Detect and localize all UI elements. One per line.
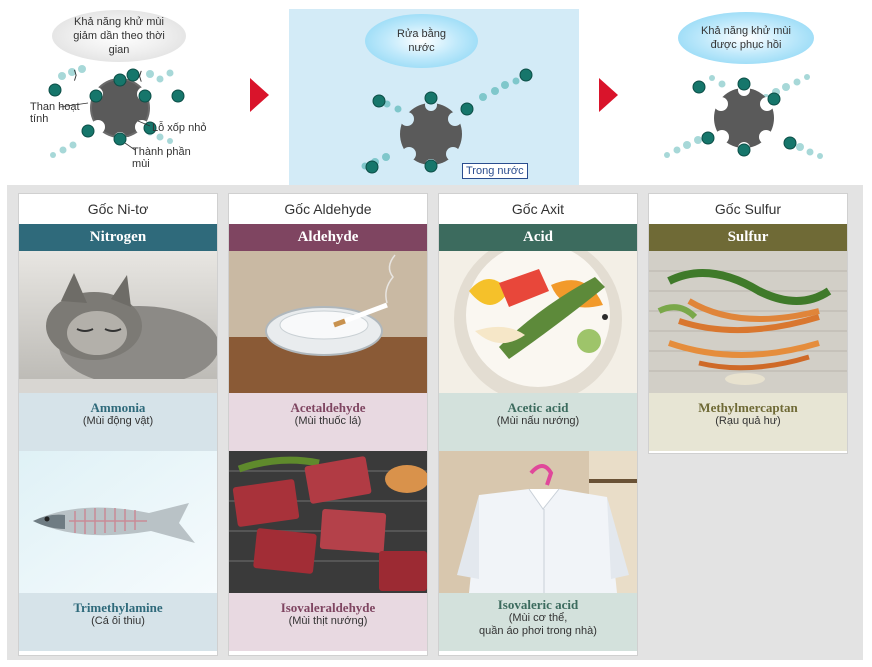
fish-photo [19, 451, 217, 593]
charcoal-restored-diagram [664, 74, 823, 159]
status-cloud: Rửa bằng nước [365, 14, 478, 68]
column-header: Gốc Aldehyde [284, 201, 372, 217]
vegetable-scraps-photo [649, 251, 847, 393]
odor-source: (Mùi thịt nướng) [288, 615, 368, 627]
column-header: Gốc Sulfur [714, 201, 782, 217]
svg-text:⟩: ⟩ [73, 68, 78, 82]
odor-source-line2: quần áo phơi trong nhà) [479, 625, 597, 637]
odor-item: Isovaleric acid (Mùi cơ thể, quần áo phơ… [439, 593, 637, 651]
charcoal-washing-diagram [361, 68, 533, 174]
stage-washing: Rửa bằng nước [289, 9, 579, 186]
odor-item: Acetaldehyde (Mùi thuốc lá) [229, 393, 427, 451]
shirt-photo [439, 451, 637, 593]
odor-name: Acetic acid [507, 400, 569, 415]
category-band: Sulfur [649, 224, 847, 251]
ashtray-photo [229, 251, 427, 393]
arrow-right-icon [250, 78, 269, 112]
grilled-meat-photo [229, 451, 427, 593]
svg-text:⟨: ⟨ [138, 69, 143, 83]
column-aldehyde: Gốc Aldehyde Aldehyde Acetaldehyde (Mùi … [228, 193, 428, 656]
odor-source: (Cá ôi thiu) [91, 615, 145, 627]
status-cloud: Khả năng khử mùi giảm dần theo thời gian [52, 10, 186, 62]
in-water-label: Trong nước [462, 163, 528, 179]
odor-source: (Rạu quả hư) [715, 415, 781, 427]
cloud-text: Khả năng khử mùi giảm dần theo thời gian [73, 16, 165, 56]
odor-name: Ammonia [90, 400, 146, 415]
odor-source: (Mùi cơ thể, [508, 612, 568, 624]
cat-photo [19, 251, 217, 393]
odor-item: Methylmercaptan (Rạu quả hư) [649, 393, 847, 451]
odor-source: (Mùi thuốc lá) [294, 415, 362, 427]
pickles-photo [439, 251, 637, 393]
column-nitrogen: Gốc Ni-tơ Nitrogen Ammonia (Mùi động vật… [18, 193, 218, 656]
odor-name: Trimethylamine [73, 600, 163, 615]
category-band: Nitrogen [19, 224, 217, 251]
cloud-text: Rửa bằng nước [397, 28, 446, 54]
odor-name: Acetaldehyde [290, 400, 366, 415]
label-activated-carbon: Than hoạt tính [30, 101, 80, 125]
odor-name: Methylmercaptan [698, 400, 798, 415]
label-odor-component: Thành phần mùi [132, 146, 191, 170]
odor-item: Isovaleraldehyde (Mùi thịt nướng) [229, 593, 427, 651]
column-acid: Gốc Axit Acid Acetic acid (Mùi nấu nướng… [438, 193, 638, 656]
odor-source: (Mùi nấu nướng) [496, 415, 580, 427]
odor-source: (Mùi động vật) [82, 415, 154, 427]
odor-item: Ammonia (Mùi động vật) [19, 393, 217, 451]
odor-name: Isovaleric acid [497, 597, 579, 612]
charcoal-saturated-diagram: ⟩ ⟨ [48, 65, 185, 158]
category-band: Aldehyde [229, 224, 427, 251]
arrow-right-icon [599, 78, 618, 112]
odor-name: Isovaleraldehyde [280, 600, 376, 615]
stage-saturated: Khả năng khử mùi giảm dần theo thời gian [0, 0, 245, 185]
odor-item: Acetic acid (Mùi nấu nướng) [439, 393, 637, 451]
column-header: Gốc Ni-tơ [87, 201, 149, 217]
status-cloud: Khả năng khử mùi được phục hồi [678, 12, 814, 64]
column-header: Gốc Axit [511, 201, 565, 217]
category-band: Acid [439, 224, 637, 251]
odor-item: Trimethylamine (Cá ôi thiu) [19, 593, 217, 651]
cloud-text: Khả năng khử mùi được phục hồi [701, 25, 791, 51]
stage-restored: Khả năng khử mùi được phục hồi [620, 0, 872, 185]
column-sulfur: Gốc Sulfur Sulfur Methylmercaptan (Rạu q… [648, 193, 848, 454]
label-micro-pore: Lỗ xốp nhỏ [152, 122, 207, 134]
